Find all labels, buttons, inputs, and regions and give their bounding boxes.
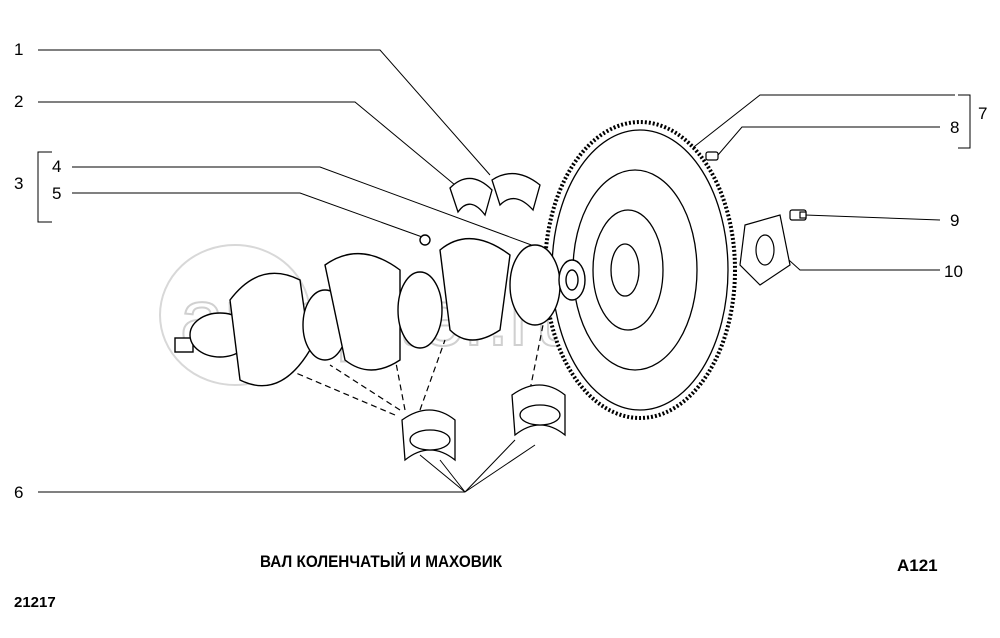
callout-2: 2 [14, 92, 24, 111]
diagram-title: ВАЛ КОЛЕНЧАТЫЙ И МАХОВИК [260, 552, 503, 571]
callout-4: 4 [52, 157, 62, 176]
callout-9: 9 [950, 211, 960, 230]
flywheel-bolts [705, 151, 807, 286]
callout-3: 3 [14, 174, 24, 193]
diagram-code: A121 [897, 556, 938, 575]
callout-5: 5 [52, 184, 62, 203]
callout-10: 10 [944, 262, 963, 281]
model-number: 21217 [14, 594, 56, 611]
callout-6: 6 [14, 483, 24, 502]
main-bearing-shells [401, 384, 566, 462]
callout-lines [37, 49, 971, 493]
callout-1: 1 [14, 40, 24, 59]
callout-7: 7 [978, 104, 988, 123]
thrust-half-rings [449, 173, 541, 217]
crankshaft [174, 234, 586, 387]
callout-8: 8 [950, 118, 960, 137]
